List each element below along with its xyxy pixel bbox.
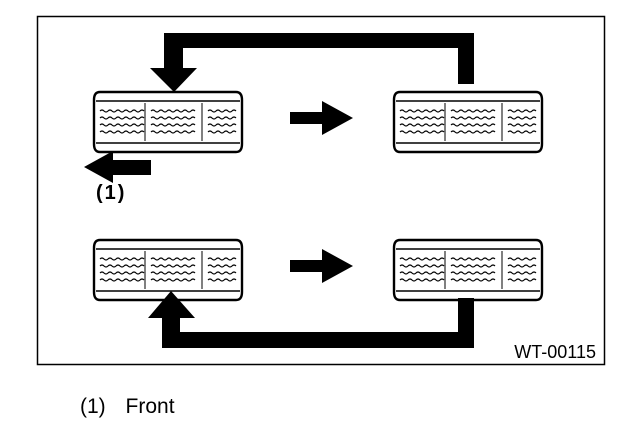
arrow-rear-left-to-rear-right [290,249,353,283]
tire-rear-right [392,238,544,302]
legend-caption: (1) Front [80,395,175,419]
figure-frame [36,15,606,366]
legend-ref: (1) [80,395,106,418]
front-direction-arrow [84,151,151,183]
figure-code: WT-00115 [514,342,596,362]
arrow-rear-right-to-rear-left [148,291,474,348]
legend-label: Front [125,395,175,418]
tire-rear-left [92,238,244,302]
tire-front-right [392,90,544,154]
front-direction-label: (1) [96,182,126,204]
arrow-front-right-to-front-left [150,33,474,92]
arrow-front-left-to-front-right [290,101,353,135]
tire-front-left [92,90,244,154]
